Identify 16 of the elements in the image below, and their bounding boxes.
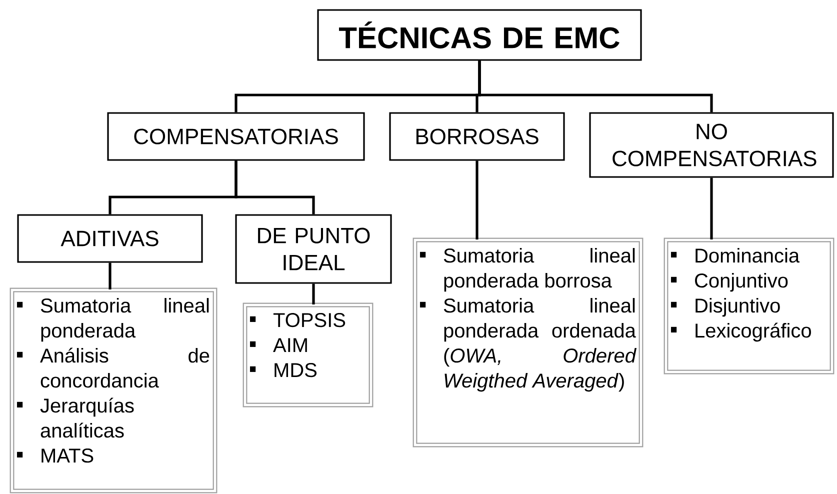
list-box: TOPSIS AIM MDS: [242, 302, 374, 408]
category-box: BORROSAS: [389, 112, 565, 161]
connector-line: [234, 160, 315, 214]
category-box: DE PUNTO IDEAL: [235, 214, 392, 284]
category-box: NO COMPENSATORIAS: [589, 112, 834, 178]
list-box: Sumatoria lineal ponderada borrosa Sumatoria lineal ponderada ordenada (OWA, Ordered Weigthed Averaged): [412, 238, 644, 448]
connector-line: [108, 262, 112, 290]
category-box: ADITIVAS: [17, 214, 203, 263]
list-box: Dominancia Conjuntivo Disjuntivo Lexicográfico: [664, 238, 834, 374]
connector-line: [312, 284, 315, 304]
list-box: Sumatoria lineal ponderada Análisis de concordancia Jerarquías analíticas MATS: [10, 288, 218, 494]
connector-line: [476, 160, 478, 240]
title-box: TÉCNICAS DE EMC: [317, 9, 642, 61]
connector-line: [710, 178, 713, 240]
category-box: COMPENSATORIAS: [107, 112, 365, 161]
connector-line: [478, 60, 713, 112]
